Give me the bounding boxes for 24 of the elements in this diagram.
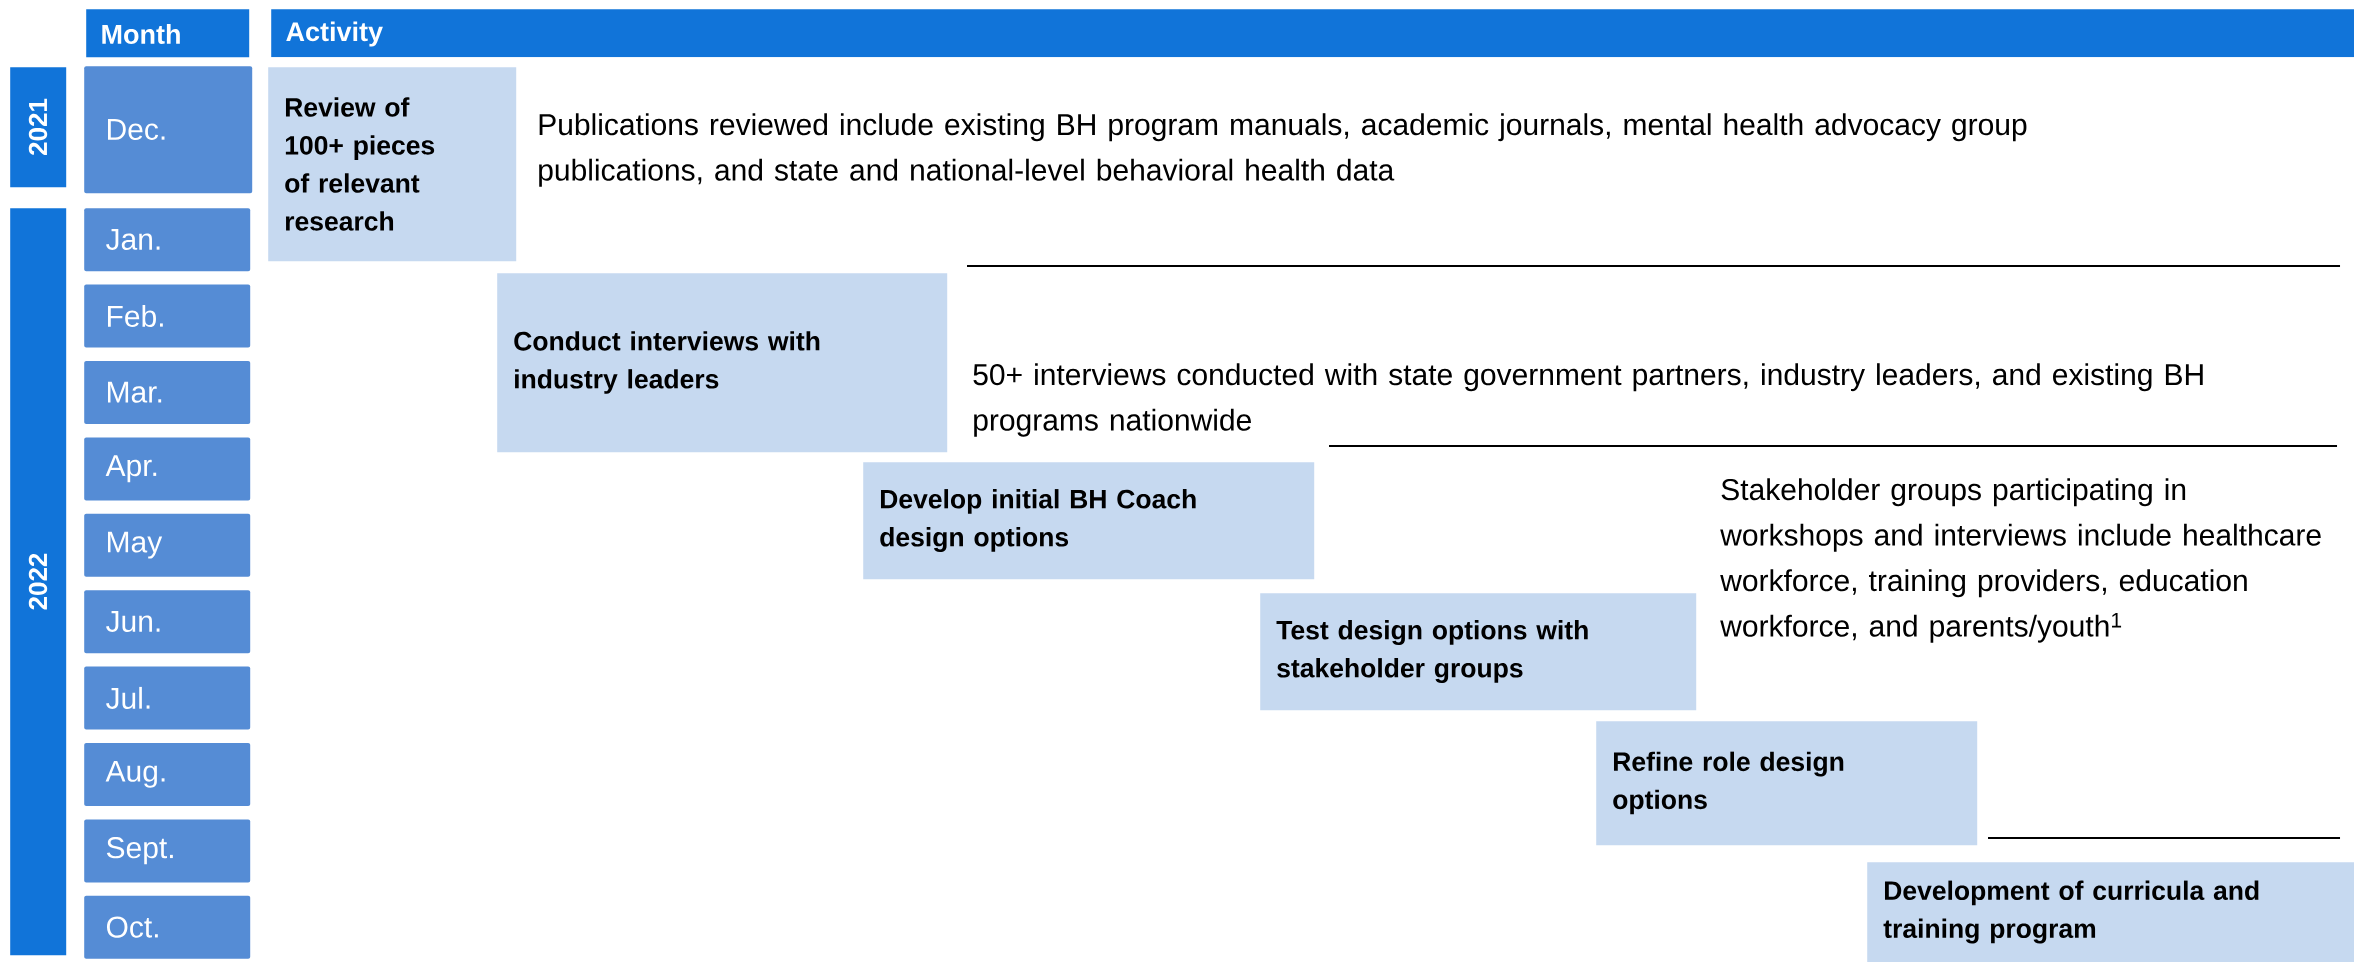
- header-bar: Month: [86, 9, 250, 58]
- month-box: May: [84, 513, 251, 577]
- activity-box: Test design options with stakeholder groups: [1260, 593, 1697, 711]
- activity-box: Review of 100+ pieces of relevant research: [268, 67, 517, 262]
- activity-box: Refine role design options: [1596, 721, 1978, 846]
- activity-box: Development of curricula and training program: [1867, 862, 2354, 962]
- header-bar: Activity: [271, 9, 2354, 58]
- activity-box: Conduct interviews with industry leaders: [497, 273, 948, 453]
- month-box: Sept.: [84, 819, 251, 883]
- month-box: Mar.: [84, 361, 251, 424]
- year-bar: 2021: [10, 67, 67, 188]
- description-text: Publications reviewed include existing BH program manuals, academic journals, mental health advocacy group publications, and state and national-level behavioral health data: [539, 113, 2027, 187]
- month-box: Aug.: [84, 743, 251, 806]
- month-box: Dec.: [84, 66, 253, 194]
- description-text: Stakeholder groups participating in workshops and interviews include healthcare workforce, training providers, education workforce, and parents/youth$^{1}$: [1720, 478, 2321, 643]
- year-bar: 2022: [10, 208, 67, 956]
- month-box: Jul.: [84, 666, 251, 730]
- activity-box: Develop initial BH Coach design options: [863, 462, 1315, 580]
- month-box: Jun.: [84, 590, 251, 654]
- description-text: 50+ interviews conducted with state government partners, industry leaders, and existing BH programs nationwide: [973, 363, 2203, 437]
- month-box: Apr.: [84, 437, 251, 501]
- month-box: Jan.: [84, 208, 251, 272]
- month-box: Feb.: [84, 284, 251, 348]
- month-box: Oct.: [84, 895, 251, 959]
